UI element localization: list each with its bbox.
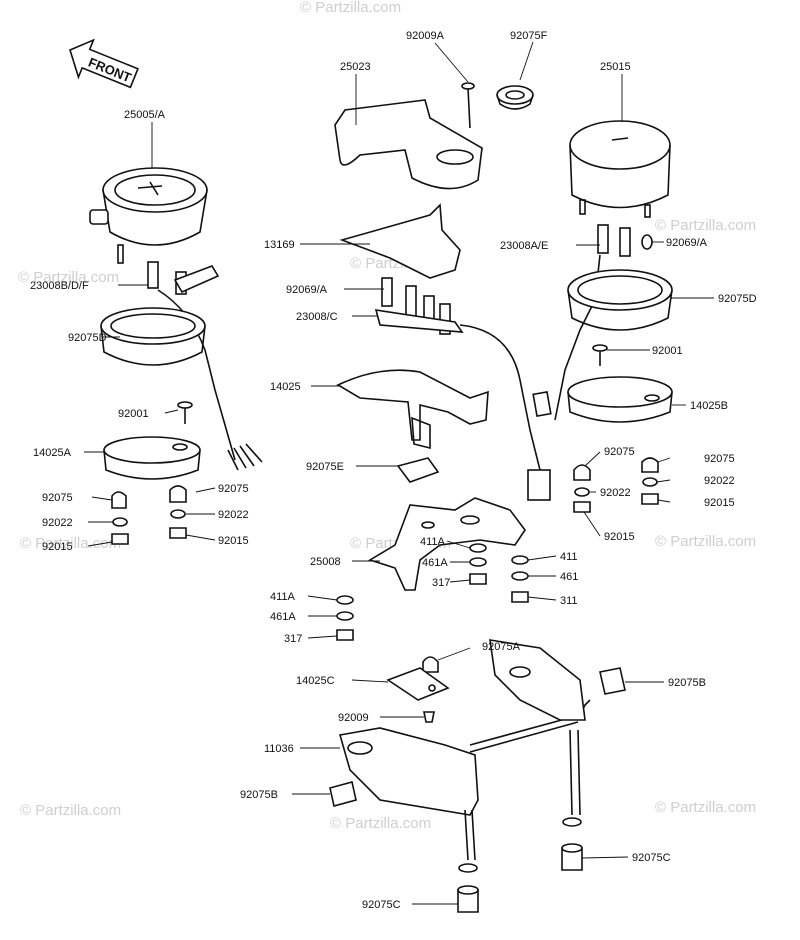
fasteners-left [111,485,187,545]
cushion-92075B-left [329,781,357,807]
part-label-92022-right[interactable]: 92022 [600,487,631,499]
front-arrow: FRONT [69,38,139,89]
part-label-92015-left2[interactable]: 92015 [218,535,249,547]
fasteners-right [573,457,659,513]
center-assembly [329,82,626,913]
indicator-housing [334,99,483,190]
part-label-92075D-right[interactable]: 92075D [718,293,757,305]
part-label-92075F[interactable]: 92075F [510,30,548,42]
meter-cover-cup-right [567,376,673,423]
part-label-25023[interactable]: 25023 [340,61,371,73]
trip-reset-knob [89,209,109,225]
grommet-92075C-left [457,863,479,913]
part-label-92015-right[interactable]: 92015 [604,531,635,543]
part-label-92075C-left[interactable]: 92075C [362,899,401,911]
part-label-411A-center[interactable]: 411A [420,536,446,548]
part-label-92069A-center[interactable]: 92069/A [286,284,328,296]
speedometer-assembly [89,167,263,545]
indicator-bulbs [374,277,552,501]
part-label-92075-left2[interactable]: 92075 [218,483,249,495]
part-label-23008AE[interactable]: 23008A/E [500,240,548,252]
part-label-317-left[interactable]: 317 [284,633,302,645]
grommet-92075C-right [561,817,583,871]
part-label-23008BDF[interactable]: 23008B/D/F [30,280,89,292]
indicator-cover-14025 [336,369,489,450]
meter-housing-ring-right [567,269,673,331]
part-label-14025B[interactable]: 14025B [690,400,728,412]
screw-92001-right [592,344,608,366]
part-label-25008[interactable]: 25008 [310,556,341,568]
grommet-92075F [496,85,534,110]
part-label-11036[interactable]: 11036 [264,743,294,755]
meter-housing-ring-left [100,307,206,366]
part-label-14025[interactable]: 14025 [270,381,301,393]
cushion-plate-92075E [396,457,440,483]
part-label-25015[interactable]: 25015 [600,61,631,73]
tachometer [569,120,671,218]
watermark-layer: © Partzilla.com © Partzilla.com © Partzi… [18,0,756,832]
part-label-411[interactable]: 411 [560,551,578,563]
part-label-92069A-right[interactable]: 92069/A [666,237,708,249]
part-label-92075C-right[interactable]: 92075C [632,852,671,864]
watermark: © Partzilla.com [300,0,401,16]
part-label-92075-right[interactable]: 92075 [604,446,635,458]
part-label-92015-left[interactable]: 92015 [42,541,73,553]
part-label-14025A[interactable]: 14025A [33,447,72,459]
part-label-92001-left[interactable]: 92001 [118,408,149,420]
part-label-461A-left[interactable]: 461A [270,611,296,623]
part-label-25005A[interactable]: 25005/A [124,109,166,121]
leader-lines [84,41,714,905]
part-label-92075D-left[interactable]: 92075D [68,332,107,344]
watermark: © Partzilla.com [655,217,756,234]
part-label-92022-left2[interactable]: 92022 [218,509,249,521]
screw-92001-left [177,401,193,424]
indicator-bracket-13169 [339,203,461,279]
part-label-311[interactable]: 311 [560,595,578,607]
part-label-14025C[interactable]: 14025C [296,675,335,687]
plate-14025C [386,667,450,701]
part-label-461[interactable]: 461 [560,571,578,583]
watermark: © Partzilla.com [20,535,121,552]
part-label-23008C[interactable]: 23008/C [296,311,338,323]
part-label-92009A[interactable]: 92009A [406,30,445,42]
part-label-92075-right2[interactable]: 92075 [704,453,735,465]
part-label-92015-right2[interactable]: 92015 [704,497,735,509]
part-label-92075E[interactable]: 92075E [306,461,344,473]
watermark: © Partzilla.com [655,799,756,816]
part-label-92075B-right[interactable]: 92075B [668,677,706,689]
grommet-92075A [422,656,439,673]
part-label-92075-left[interactable]: 92075 [42,492,73,504]
part-label-92075A[interactable]: 92075A [482,641,521,653]
cushion-92075B-right [599,667,626,695]
part-label-461A-center[interactable]: 461A [422,557,448,569]
screw-92009 [423,711,435,723]
part-labels: 25005/A 23008B/D/F 92075D 92001 14025A 9… [30,30,757,911]
part-label-92009[interactable]: 92009 [338,712,369,724]
part-label-92001-right[interactable]: 92001 [652,345,683,357]
front-arrow-shape [69,38,139,89]
part-label-92022-left[interactable]: 92022 [42,517,73,529]
meter-cover-cup-left [103,436,201,480]
part-label-411A-left[interactable]: 411A [270,591,296,603]
watermark: © Partzilla.com [18,269,119,286]
meter-bracket-25008 [368,497,526,591]
watermark: © Partzilla.com [20,802,121,819]
part-label-92075B-left[interactable]: 92075B [240,789,278,801]
part-label-317-center[interactable]: 317 [432,577,450,589]
part-label-13169[interactable]: 13169 [264,239,295,251]
watermark: © Partzilla.com [655,533,756,550]
tachometer-assembly [554,120,673,513]
part-label-92022-right2[interactable]: 92022 [704,475,735,487]
speedometer [89,167,208,264]
watermark: © Partzilla.com [330,815,431,832]
main-bracket-11036 [338,639,591,861]
screw-92009A [461,82,475,129]
